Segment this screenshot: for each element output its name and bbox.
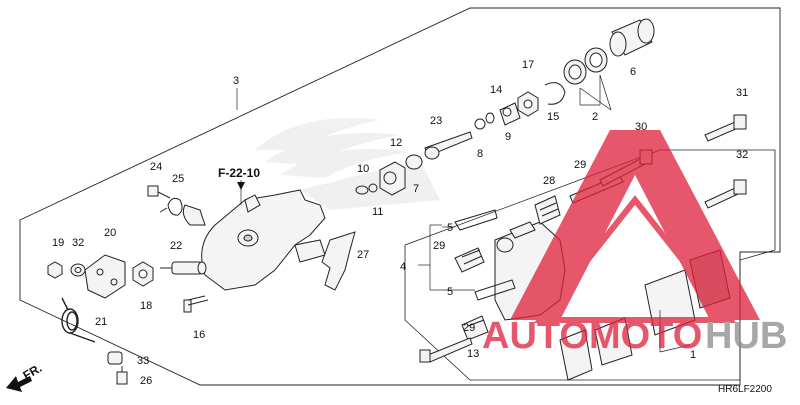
seal-9 — [499, 102, 521, 126]
callout-29: 29 — [433, 240, 445, 252]
seal-2 — [563, 47, 608, 85]
direction-arrow-icon — [6, 376, 32, 392]
callout-24: 24 — [150, 161, 162, 173]
callout-5-b: 5 — [447, 286, 453, 298]
callout-12: 12 — [390, 137, 402, 149]
boot-29-mid — [454, 247, 485, 273]
callout-1: 1 — [690, 349, 696, 361]
small-washer — [70, 263, 86, 277]
bleeder-screw — [147, 185, 171, 199]
circlip-16 — [544, 82, 566, 105]
boot-7 — [405, 154, 423, 170]
callout-20: 20 — [104, 227, 116, 239]
callout-6: 6 — [630, 66, 636, 78]
watermark-text-red: AUTOMOTO — [482, 315, 702, 357]
callout-11: 11 — [372, 206, 383, 218]
watermark-text-grey: HUB — [705, 315, 787, 357]
retainer-5-top — [454, 209, 498, 231]
callout-19: 19 — [52, 237, 64, 249]
callout-3: 3 — [233, 75, 239, 87]
callout-9: 9 — [505, 131, 511, 143]
callout-8: 8 — [477, 148, 483, 160]
diagram-code: HR6LF2200 — [718, 384, 772, 395]
callout-4: 4 — [400, 261, 406, 273]
callout-18: 18 — [140, 300, 152, 312]
torsion-spring — [61, 297, 96, 343]
callout-22: 22 — [170, 240, 182, 252]
hex-nut-19 — [132, 261, 154, 287]
callout-2: 2 — [592, 111, 598, 123]
callout-17: 17 — [522, 59, 534, 71]
callout-31: 31 — [736, 87, 748, 99]
bleeder-clip — [159, 197, 183, 216]
boot-29-top — [534, 195, 561, 225]
bleeder-cap — [107, 351, 123, 365]
callout-13: 13 — [467, 348, 479, 360]
callout-33: 33 — [137, 355, 149, 367]
boot-29-low — [461, 315, 489, 341]
callout-30: 30 — [635, 121, 647, 133]
pad-spring — [321, 231, 356, 291]
bracket-plate — [84, 254, 126, 299]
bolt-32-top — [704, 114, 747, 142]
callout-26: 26 — [140, 375, 152, 387]
callout-27: 27 — [357, 249, 369, 261]
caliper-bracket — [182, 189, 326, 291]
pivot-pin — [160, 261, 207, 275]
o-ring-10 — [355, 185, 369, 195]
bolt-14 — [419, 337, 473, 363]
callout-15: 15 — [547, 111, 559, 123]
callout-16: 16 — [193, 329, 205, 341]
callout-32-b: 32 — [72, 237, 84, 249]
callout-5: 5 — [447, 222, 453, 234]
caliper-body-outline — [404, 149, 776, 381]
bolt-17 — [183, 295, 209, 313]
automotohub-watermark: AUTOMOTO HUB — [482, 130, 787, 357]
pin-24 — [424, 131, 473, 160]
reference-arrow-icon — [237, 182, 245, 190]
callout-28: 28 — [543, 175, 555, 187]
front-direction-indicator: FR. — [6, 361, 44, 392]
bleeder-screw-27 — [116, 366, 128, 385]
clip-11 — [368, 183, 378, 193]
callout-21: 21 — [95, 316, 107, 328]
callout-23: 23 — [430, 115, 442, 127]
callout-labels: 1234556789101112131415161718192021222324… — [0, 0, 748, 387]
bolt-32-low — [704, 179, 747, 209]
caliper-assembly-outline — [19, 7, 781, 386]
reference-label: F-22-10 — [218, 166, 260, 180]
callout-25: 25 — [172, 173, 184, 185]
washer-8 — [474, 118, 486, 130]
ring-15 — [485, 112, 495, 124]
callout-14: 14 — [490, 84, 502, 96]
callout-10: 10 — [357, 163, 369, 175]
retainer-5-low — [474, 279, 516, 301]
piston-6 — [609, 18, 655, 57]
boot-12 — [379, 161, 406, 196]
nut-18 — [517, 91, 539, 117]
callout-7: 7 — [413, 183, 419, 195]
watermark-triangle — [510, 130, 760, 320]
callout-32: 32 — [736, 149, 748, 161]
callout-29-b: 29 — [574, 159, 586, 171]
small-nut — [47, 261, 63, 279]
callout-29-b: 29 — [463, 322, 475, 334]
callout-34: 34 — [0, 0, 12, 3]
